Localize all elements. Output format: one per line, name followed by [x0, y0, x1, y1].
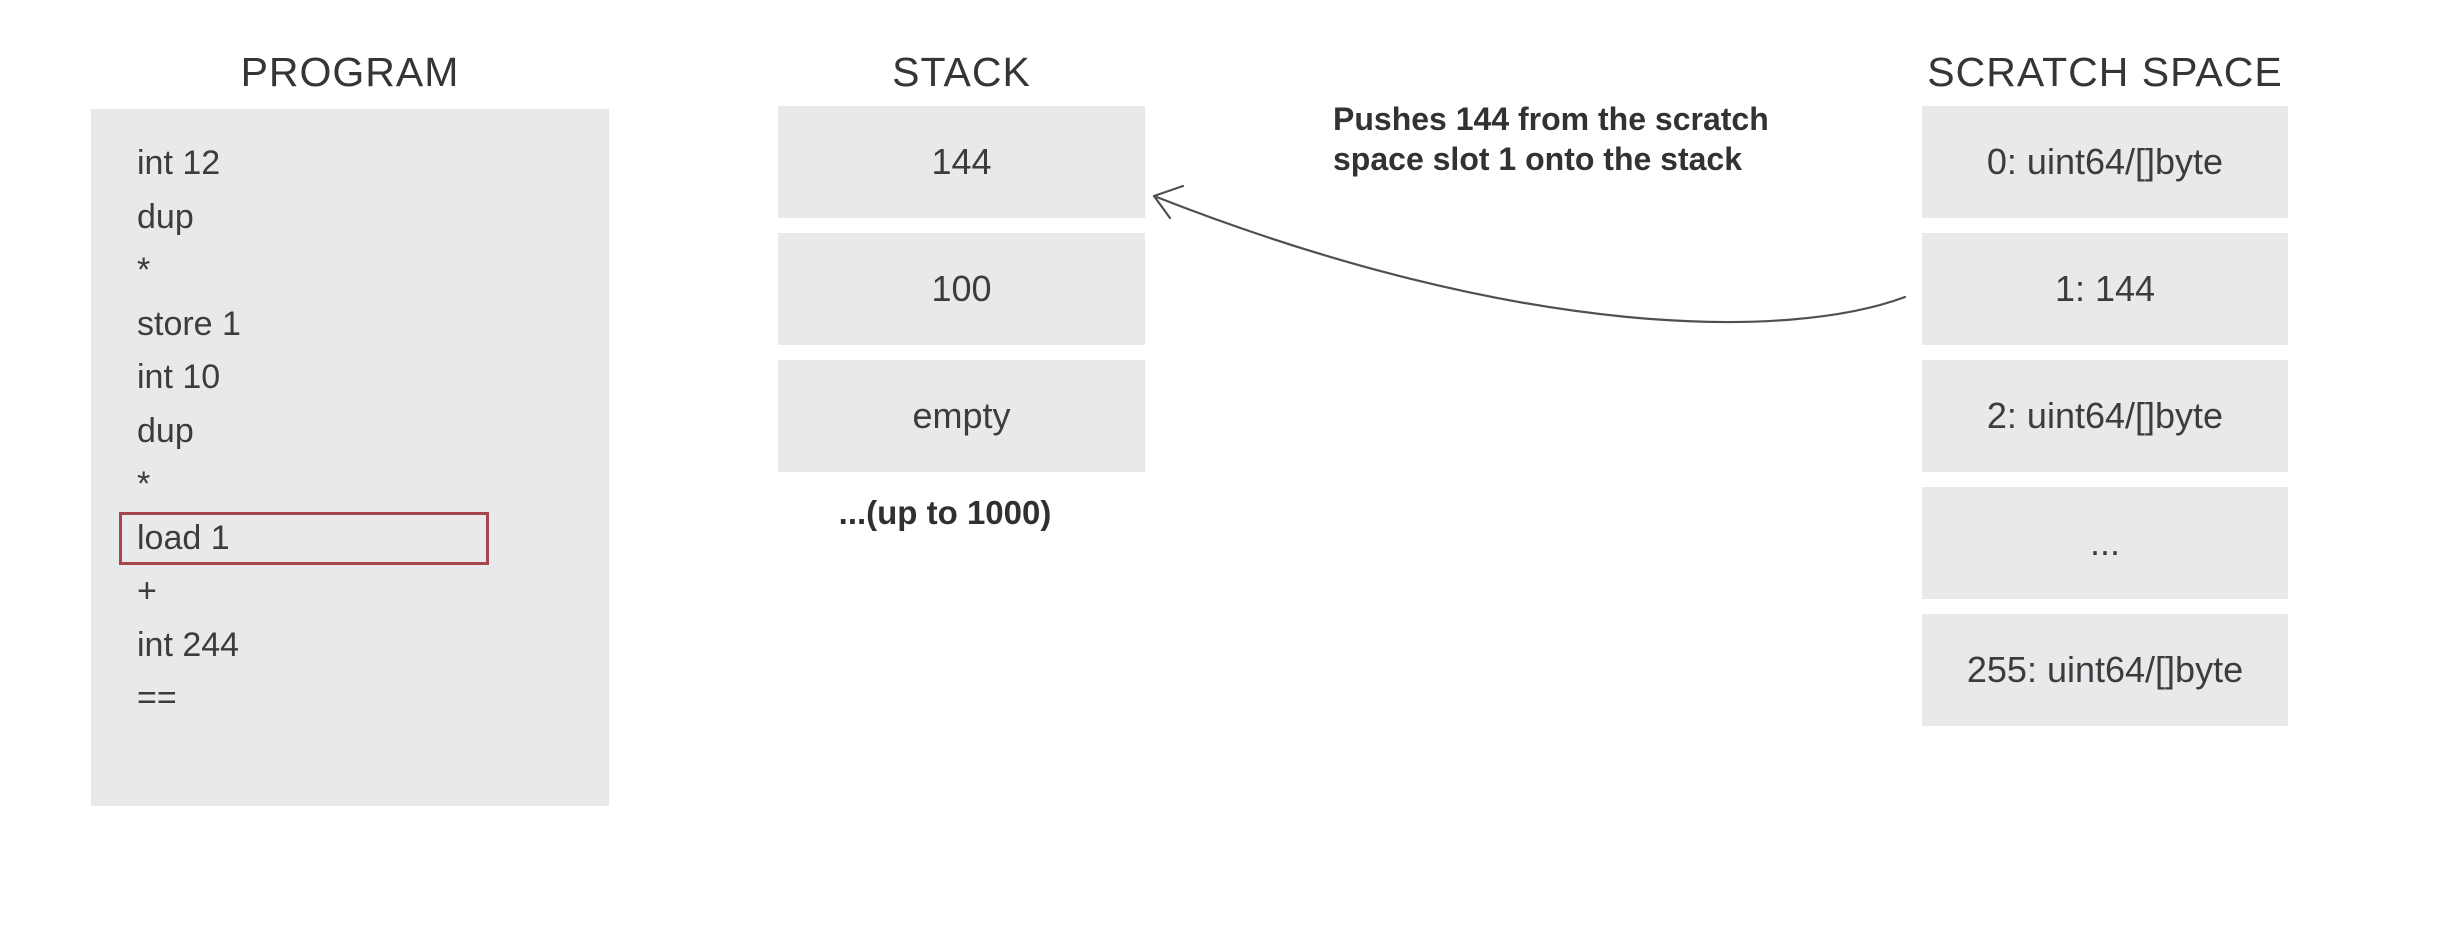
program-instruction: + [137, 572, 157, 610]
arrow-curve [1152, 194, 1907, 324]
current-instruction-highlight-box [119, 512, 489, 565]
scratch-slot: 1: 144 [1922, 233, 2288, 345]
scratch-slot: 255: uint64/[]byte [1922, 614, 2288, 726]
program-instruction-list: int 12 dup * store 1 int 10 dup * load 1 + int 24… [137, 137, 577, 726]
program-instruction: * [137, 251, 151, 289]
stack-slot: 144 [778, 106, 1145, 218]
program-instruction: int 10 [137, 358, 221, 396]
push-annotation: Pushes 144 from the scratch space slot 1… [1333, 99, 1769, 179]
program-instruction: dup [137, 197, 194, 236]
scratch-slot: 0: uint64/[]byte [1922, 106, 2288, 218]
scratch-slot: 2: uint64/[]byte [1922, 360, 2288, 472]
program-column-title: PROGRAM [240, 49, 460, 95]
stack-slot-list: 144 100 empty [778, 106, 1145, 487]
program-instruction: load 1 [137, 518, 230, 557]
program-instruction: == [137, 679, 177, 717]
program-instruction: int 244 [137, 625, 240, 664]
program-instruction: * [137, 465, 151, 503]
program-instruction: dup [137, 411, 194, 450]
program-instruction: int 12 [137, 144, 221, 182]
arrow-head [1152, 184, 1185, 220]
program-instruction: store 1 [137, 304, 241, 343]
scratch-slot: ... [1922, 487, 2288, 599]
stack-column-title: STACK [892, 49, 1031, 95]
stack-capacity-caption: ...(up to 1000) [838, 494, 1052, 531]
program-box: int 12 dup * store 1 int 10 dup * load 1 + int 24… [91, 109, 609, 806]
push-annotation-line2: space slot 1 onto the stack [1333, 141, 1743, 177]
stack-slot: 100 [778, 233, 1145, 345]
push-annotation-line1: Pushes 144 from the scratch [1333, 101, 1769, 137]
stack-slot: empty [778, 360, 1145, 472]
scratch-slot-list: 0: uint64/[]byte 1: 144 2: uint64/[]byte..… [1922, 106, 2288, 741]
scratch-column-title: SCRATCH SPACE [1927, 49, 2283, 95]
